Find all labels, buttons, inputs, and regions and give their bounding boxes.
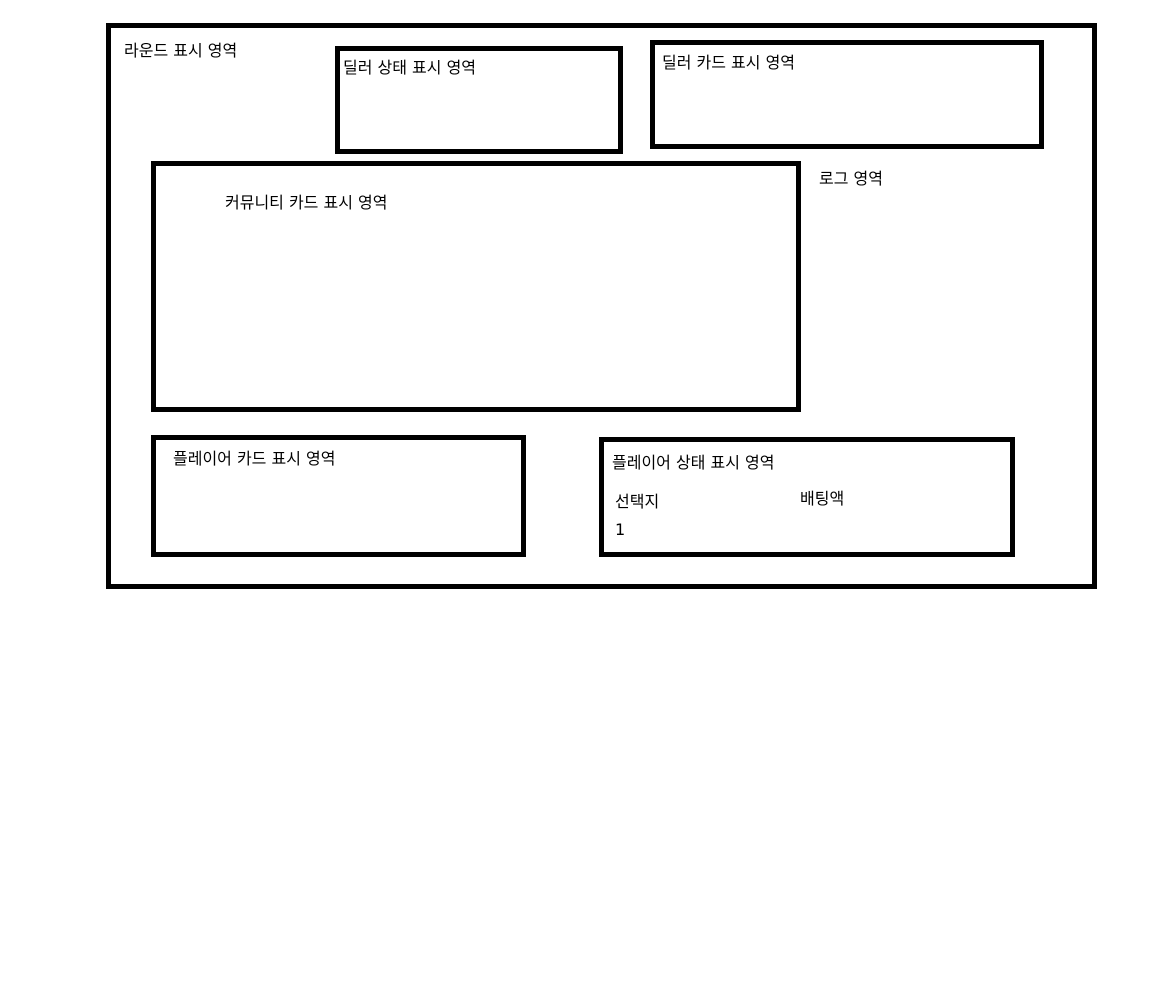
round-area-label: 라운드 표시 영역 — [124, 41, 238, 60]
dealer-card-area-label: 딜러 카드 표시 영역 — [662, 53, 796, 72]
choice-value: 1 — [615, 520, 626, 539]
player-card-area — [151, 435, 526, 557]
player-card-area-label: 플레이어 카드 표시 영역 — [173, 449, 336, 468]
dealer-status-area-label: 딜러 상태 표시 영역 — [343, 58, 477, 77]
choice-label: 선택지 — [615, 492, 660, 511]
community-card-area-label: 커뮤니티 카드 표시 영역 — [225, 193, 388, 212]
player-status-area-label: 플레이어 상태 표시 영역 — [612, 453, 775, 472]
community-card-area — [151, 161, 801, 412]
player-status-area — [599, 437, 1015, 557]
dealer-card-area — [650, 40, 1044, 149]
log-area-label: 로그 영역 — [819, 169, 883, 188]
dealer-status-area — [335, 46, 623, 154]
bet-amount-label: 배팅액 — [800, 489, 845, 508]
